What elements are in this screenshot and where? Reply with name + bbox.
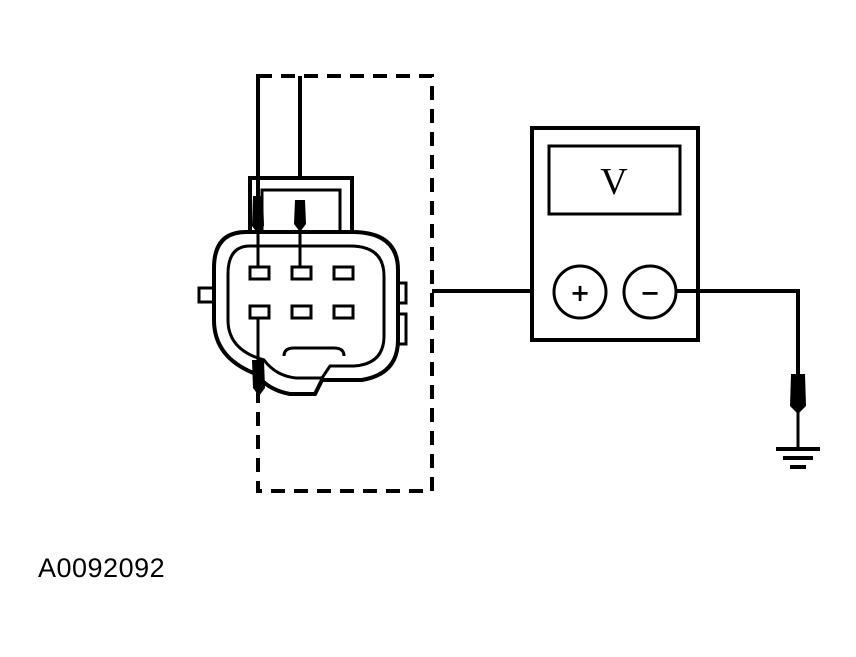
positive-terminal (552, 264, 608, 320)
positive-terminal-label: + (570, 279, 590, 307)
probe-tip (252, 360, 265, 396)
meter-display-symbol: V (600, 161, 628, 203)
pin-cavity (290, 304, 313, 320)
probe-tip (252, 196, 264, 234)
figure-id-label: A0092092 (38, 553, 166, 583)
pin-cavity (248, 265, 271, 281)
probe-tip (294, 200, 306, 232)
pin-cavity (290, 265, 313, 281)
probe-leads (252, 76, 306, 396)
meter-display (547, 144, 682, 216)
negative-terminal-label: − (640, 279, 660, 307)
pin-cavity (332, 304, 355, 320)
ground-lead (676, 289, 820, 469)
ground-icon (776, 447, 820, 469)
pin-cavity (332, 265, 355, 281)
multimeter: V + − (530, 126, 700, 342)
pin-cavity (248, 304, 271, 320)
ground-probe-tip (790, 374, 806, 414)
